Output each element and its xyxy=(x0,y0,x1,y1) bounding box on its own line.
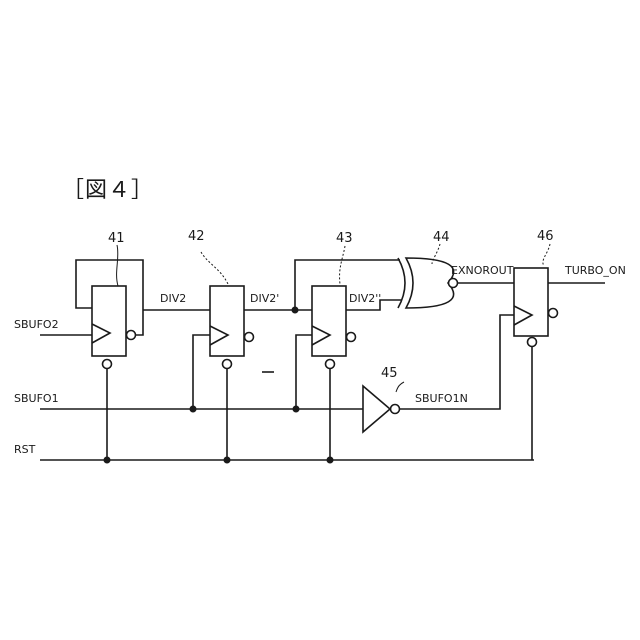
signal-rst: RST xyxy=(14,443,36,456)
label-43: 43 xyxy=(336,231,353,246)
label-42: 42 xyxy=(188,229,205,244)
label-46: 46 xyxy=(537,229,554,244)
signal-div2-prime: DIV2' xyxy=(250,292,279,305)
signal-sbufo1: SBUFO1 xyxy=(14,392,59,405)
label-41: 41 xyxy=(108,231,125,246)
signal-sbufo2: SBUFO2 xyxy=(14,318,59,331)
flip-flop-46 xyxy=(514,244,558,347)
signal-exnorout: EXNOROUT xyxy=(451,264,514,277)
label-45: 45 xyxy=(381,366,398,381)
xnor-gate-44 xyxy=(398,244,458,308)
signal-sbufo1n: SBUFO1N xyxy=(415,392,468,405)
inverter-45 xyxy=(363,382,404,432)
signal-turbo-on: TURBO_ON xyxy=(564,264,626,277)
signal-div2: DIV2 xyxy=(160,292,186,305)
signal-div2-double-prime: DIV2'' xyxy=(349,292,381,305)
label-44: 44 xyxy=(433,230,450,245)
flip-flop-41 xyxy=(76,245,143,369)
flip-flop-43 xyxy=(312,246,356,369)
